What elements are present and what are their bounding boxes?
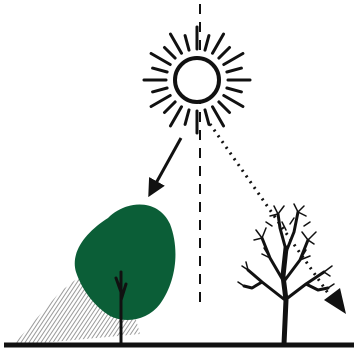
shade-line bbox=[0, 230, 48, 350]
shade-line bbox=[0, 230, 60, 350]
sun-ray bbox=[151, 54, 170, 65]
sun-ray bbox=[185, 110, 189, 125]
sun-ray bbox=[224, 96, 243, 107]
sun-disc bbox=[175, 58, 219, 102]
sun-ray bbox=[153, 68, 168, 72]
sun-ray bbox=[213, 34, 224, 53]
sun-ray bbox=[205, 36, 209, 51]
sun-ray bbox=[213, 107, 224, 126]
bare-tree-trunk bbox=[283, 248, 286, 344]
sun-ray bbox=[224, 54, 243, 65]
sun-icon bbox=[144, 27, 250, 133]
sun-ray bbox=[171, 107, 182, 126]
sun-ray bbox=[227, 88, 242, 92]
dotted-arrow-line bbox=[210, 124, 330, 296]
sun-ray bbox=[185, 36, 189, 51]
sun-ray bbox=[205, 110, 209, 125]
sun-ray bbox=[171, 34, 182, 53]
shade-line bbox=[0, 230, 44, 350]
direct-light-arrow bbox=[150, 138, 181, 194]
sun-ray bbox=[165, 48, 176, 59]
sun-ray bbox=[219, 48, 230, 59]
sun-ray bbox=[153, 88, 168, 92]
shade-line bbox=[0, 230, 68, 350]
bare-tree-icon bbox=[238, 204, 334, 344]
sun-ray bbox=[151, 96, 170, 107]
sun-ray bbox=[165, 102, 176, 113]
leafy-tree-canopy bbox=[75, 204, 176, 320]
sun-ray bbox=[219, 102, 230, 113]
shade-line bbox=[0, 230, 40, 350]
sun-ray bbox=[227, 68, 242, 72]
